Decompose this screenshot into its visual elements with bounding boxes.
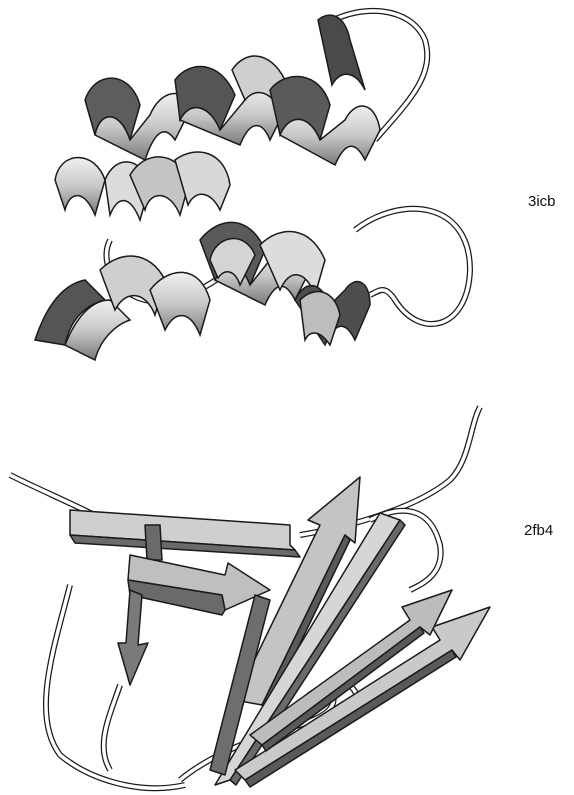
strand-left-down bbox=[118, 590, 148, 685]
protein-2fb4-ribbon bbox=[0, 385, 574, 795]
strand-left-vertical bbox=[145, 525, 162, 560]
loop-middle-right bbox=[355, 209, 470, 324]
structure-label-3icb: 3icb bbox=[528, 193, 556, 210]
lower-helix bbox=[35, 222, 370, 360]
protein-3icb-panel: 3icb bbox=[0, 0, 574, 385]
upper-helix bbox=[85, 15, 380, 165]
protein-2fb4-panel: 2fb4 bbox=[0, 385, 574, 795]
protein-3icb-ribbon bbox=[0, 0, 574, 385]
structure-label-2fb4: 2fb4 bbox=[524, 522, 553, 539]
middle-helix bbox=[55, 152, 230, 220]
